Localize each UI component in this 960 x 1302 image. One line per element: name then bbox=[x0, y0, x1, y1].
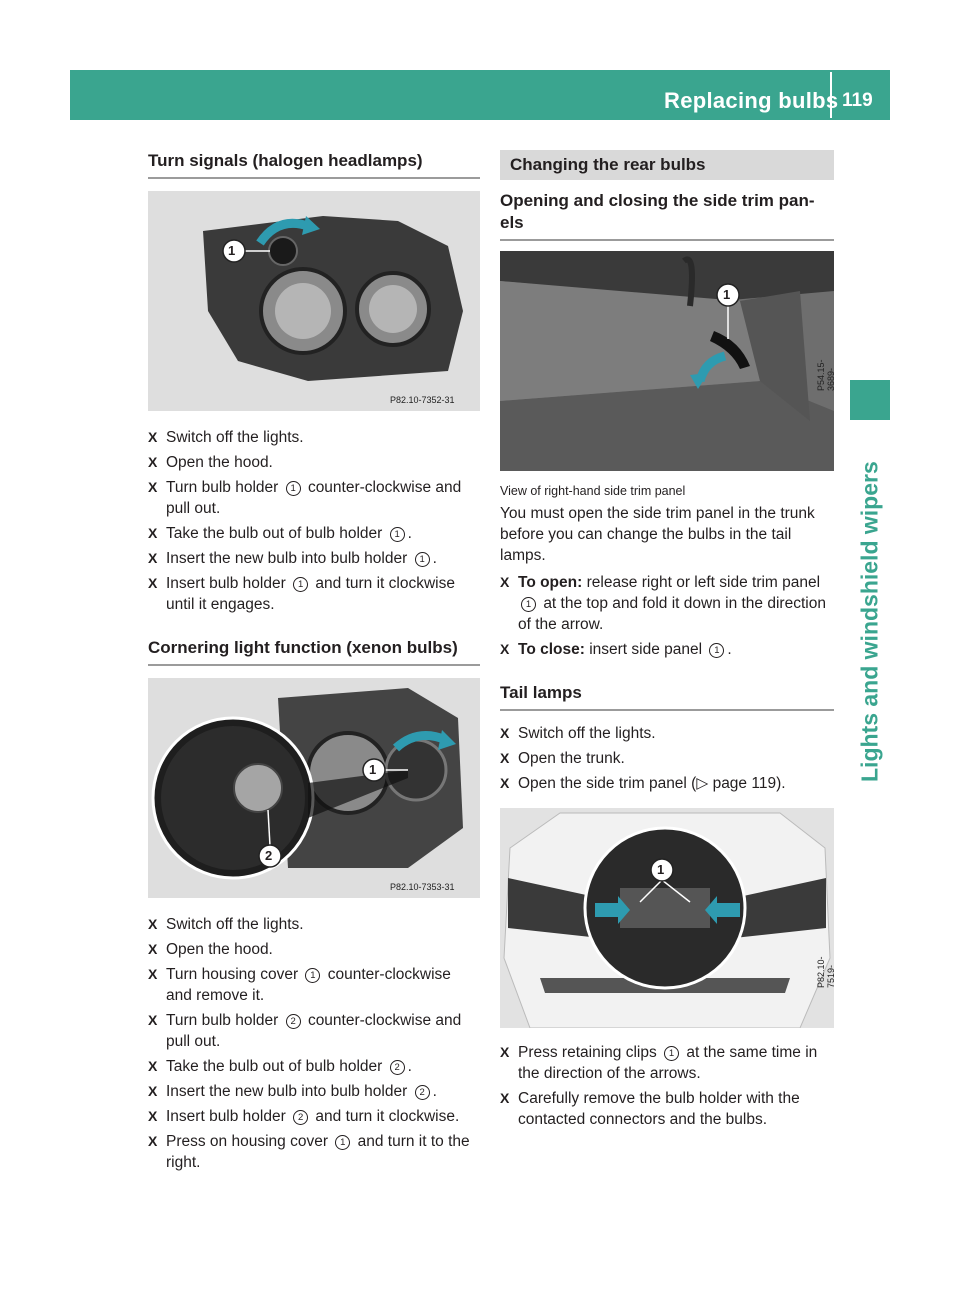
left-column: Turn signals (halogen headlamps) P82.10-… bbox=[148, 150, 480, 1177]
callout-1: 1 bbox=[369, 762, 377, 777]
trunk-trim-illustration bbox=[500, 251, 834, 471]
callout-1: 1 bbox=[723, 287, 731, 302]
figure-code: P82.10-7519-31 bbox=[816, 956, 834, 988]
figure-code: P54.15-3689-31 bbox=[816, 359, 834, 391]
page-number: 119 bbox=[842, 90, 873, 111]
header-divider bbox=[830, 72, 832, 118]
headlamp-illustration bbox=[148, 191, 480, 411]
section-heading-side-trim: Opening and closing the side trim pan-el… bbox=[500, 190, 834, 241]
chapter-tab bbox=[850, 380, 890, 420]
page-title: Replacing bulbs bbox=[664, 88, 839, 113]
chapter-label: Lights and windshield wipers bbox=[856, 461, 883, 782]
figure-caption: View of right-hand side trim panel bbox=[500, 484, 686, 498]
intro-paragraph: You must open the side trim panel in the… bbox=[500, 505, 815, 564]
callout-1: 1 bbox=[228, 243, 236, 258]
section-heading-tail-lamps: Tail lamps bbox=[500, 682, 834, 711]
tail-lamp-figure: P82.10-7519-31 1 bbox=[500, 808, 834, 1028]
cornering-light-figure: P82.10-7353-31 1 2 bbox=[148, 678, 480, 898]
header-bar bbox=[70, 70, 890, 120]
trunk-trim-figure: P54.15-3689-31 1 bbox=[500, 251, 834, 471]
section-heading-turn-signals: Turn signals (halogen headlamps) bbox=[148, 150, 480, 179]
headlamp-figure: P82.10-7352-31 1 bbox=[148, 191, 480, 411]
right-column: Changing the rear bulbs Opening and clos… bbox=[500, 150, 834, 1134]
chapter-band: Changing the rear bulbs bbox=[500, 150, 834, 180]
figure-code: P82.10-7352-31 bbox=[390, 395, 455, 405]
callout-1: 1 bbox=[657, 862, 665, 877]
figure-code: P82.10-7353-31 bbox=[390, 882, 455, 892]
section-heading-cornering-light: Cornering light function (xenon bulbs) bbox=[148, 637, 480, 666]
callout-2: 2 bbox=[265, 848, 273, 863]
cornering-light-illustration bbox=[148, 678, 480, 898]
tail-lamp-illustration bbox=[500, 808, 834, 1028]
